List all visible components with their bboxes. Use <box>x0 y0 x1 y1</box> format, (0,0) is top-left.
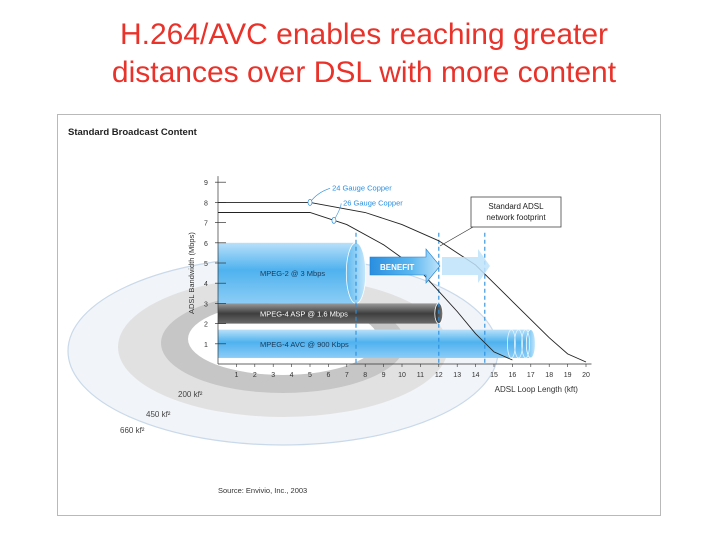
series-name-2: 26 Gauge Copper <box>343 198 403 207</box>
series-marker-1 <box>307 199 313 206</box>
band-label-3: MPEG-4 AVC @ 900 Kbps <box>260 340 349 349</box>
band-rib-1 <box>521 329 531 359</box>
figure-heading: Standard Broadcast Content <box>68 127 198 138</box>
y-tick-label-8: 8 <box>204 200 208 207</box>
y-tick-label-2: 2 <box>204 322 208 329</box>
title-line-1: H.264/AVC enables reaching greater <box>119 18 609 51</box>
callout-line-2: network footprint <box>486 213 546 222</box>
band-3 <box>218 329 531 358</box>
x-tick-label-9: 9 <box>382 372 386 379</box>
x-tick-label-17: 17 <box>527 372 535 379</box>
x-tick-label-10: 10 <box>398 372 406 379</box>
y-tick-label-7: 7 <box>204 221 208 228</box>
x-tick-label-18: 18 <box>545 372 553 379</box>
ring-label-450: 450 kf² <box>146 410 171 419</box>
band-rib-3 <box>506 329 516 359</box>
source-note: Source: Envivio, Inc., 2003 <box>218 486 307 495</box>
band-rib-2 <box>514 329 523 359</box>
y-tick-label-6: 6 <box>204 241 208 248</box>
band-label-2: MPEG-4 ASP @ 1.6 Mbps <box>260 310 348 319</box>
network-footprint-callout: Standard ADSL network footprint <box>439 196 562 247</box>
y-tick-label-4: 4 <box>204 281 208 288</box>
ring-label-200: 200 kf² <box>178 390 203 399</box>
series-line-2 <box>218 212 513 361</box>
x-tick-label-16: 16 <box>509 372 517 379</box>
y-tick-label-1: 1 <box>204 342 208 349</box>
x-tick-label-20: 20 <box>582 372 590 379</box>
x-tick-label-7: 7 <box>345 372 349 379</box>
band-label-1: MPEG-2 @ 3 Mbps <box>260 269 325 278</box>
band-cap-3 <box>525 329 536 359</box>
bandwidth-chart: Standard Broadcast Content 200 kf² 450 k… <box>67 127 592 495</box>
x-tick-label-6: 6 <box>326 372 330 379</box>
figure-frame: Standard Broadcast Content 200 kf² 450 k… <box>57 114 661 516</box>
x-axis-label: ADSL Loop Length (kft) <box>495 385 579 394</box>
x-tick-label-12: 12 <box>435 372 443 379</box>
title-line-2: distances over DSL with more content <box>111 56 617 89</box>
benefit-ghost-arrow <box>442 249 490 283</box>
x-tick-label-13: 13 <box>453 372 461 379</box>
series-line-1 <box>218 201 587 363</box>
band-1 <box>218 242 356 304</box>
benefit-label: BENEFIT <box>380 263 414 272</box>
x-tick-label-8: 8 <box>363 372 367 379</box>
series-marker-2 <box>331 217 337 224</box>
y-axis-label: ADSL Bandwidth (Mbps) <box>187 232 196 314</box>
slide-title: H.264/AVC enables reaching greater dista… <box>0 16 728 92</box>
ring-label-660: 660 kf² <box>120 426 145 435</box>
y-tick-label-5: 5 <box>204 261 208 268</box>
x-tick-label-4: 4 <box>290 372 294 379</box>
benefit-arrow-shape <box>369 248 441 284</box>
y-tick-label-9: 9 <box>204 180 208 187</box>
x-tick-label-11: 11 <box>417 372 424 379</box>
series-name-1: 24 Gauge Copper <box>332 183 392 192</box>
x-tick-label-14: 14 <box>472 372 480 379</box>
x-tick-label-2: 2 <box>253 372 257 379</box>
x-tick-label-5: 5 <box>308 372 312 379</box>
series-leader-1 <box>309 187 331 203</box>
x-tick-label-15: 15 <box>490 372 498 379</box>
y-tick-label-3: 3 <box>204 301 208 308</box>
band-2 <box>218 303 439 324</box>
x-tick-label-3: 3 <box>271 372 275 379</box>
callout-line-1: Standard ADSL <box>488 202 544 211</box>
benefit-arrow: BENEFIT <box>369 248 441 284</box>
x-tick-label-1: 1 <box>234 372 238 379</box>
band-cap-1 <box>345 242 367 304</box>
x-tick-label-19: 19 <box>564 372 572 379</box>
